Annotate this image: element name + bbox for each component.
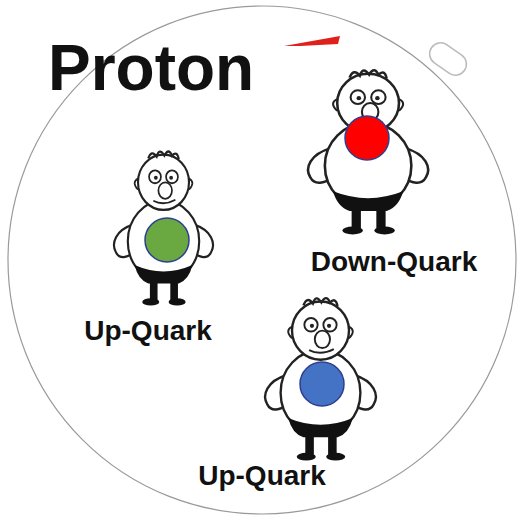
blue-charge bbox=[300, 362, 344, 406]
red-streak bbox=[284, 36, 340, 46]
white-cap bbox=[425, 39, 470, 80]
diagram-title: Proton bbox=[48, 36, 254, 100]
quark-label: Up-Quark bbox=[198, 462, 326, 490]
quark-label: Up-Quark bbox=[84, 317, 212, 345]
red-charge bbox=[345, 116, 389, 160]
quark-label: Down-Quark bbox=[311, 248, 477, 276]
quark-figure bbox=[308, 70, 428, 234]
quark-figure bbox=[265, 298, 376, 460]
green-charge bbox=[145, 218, 189, 262]
quark-figure bbox=[114, 152, 213, 306]
proton-outline bbox=[8, 6, 516, 514]
